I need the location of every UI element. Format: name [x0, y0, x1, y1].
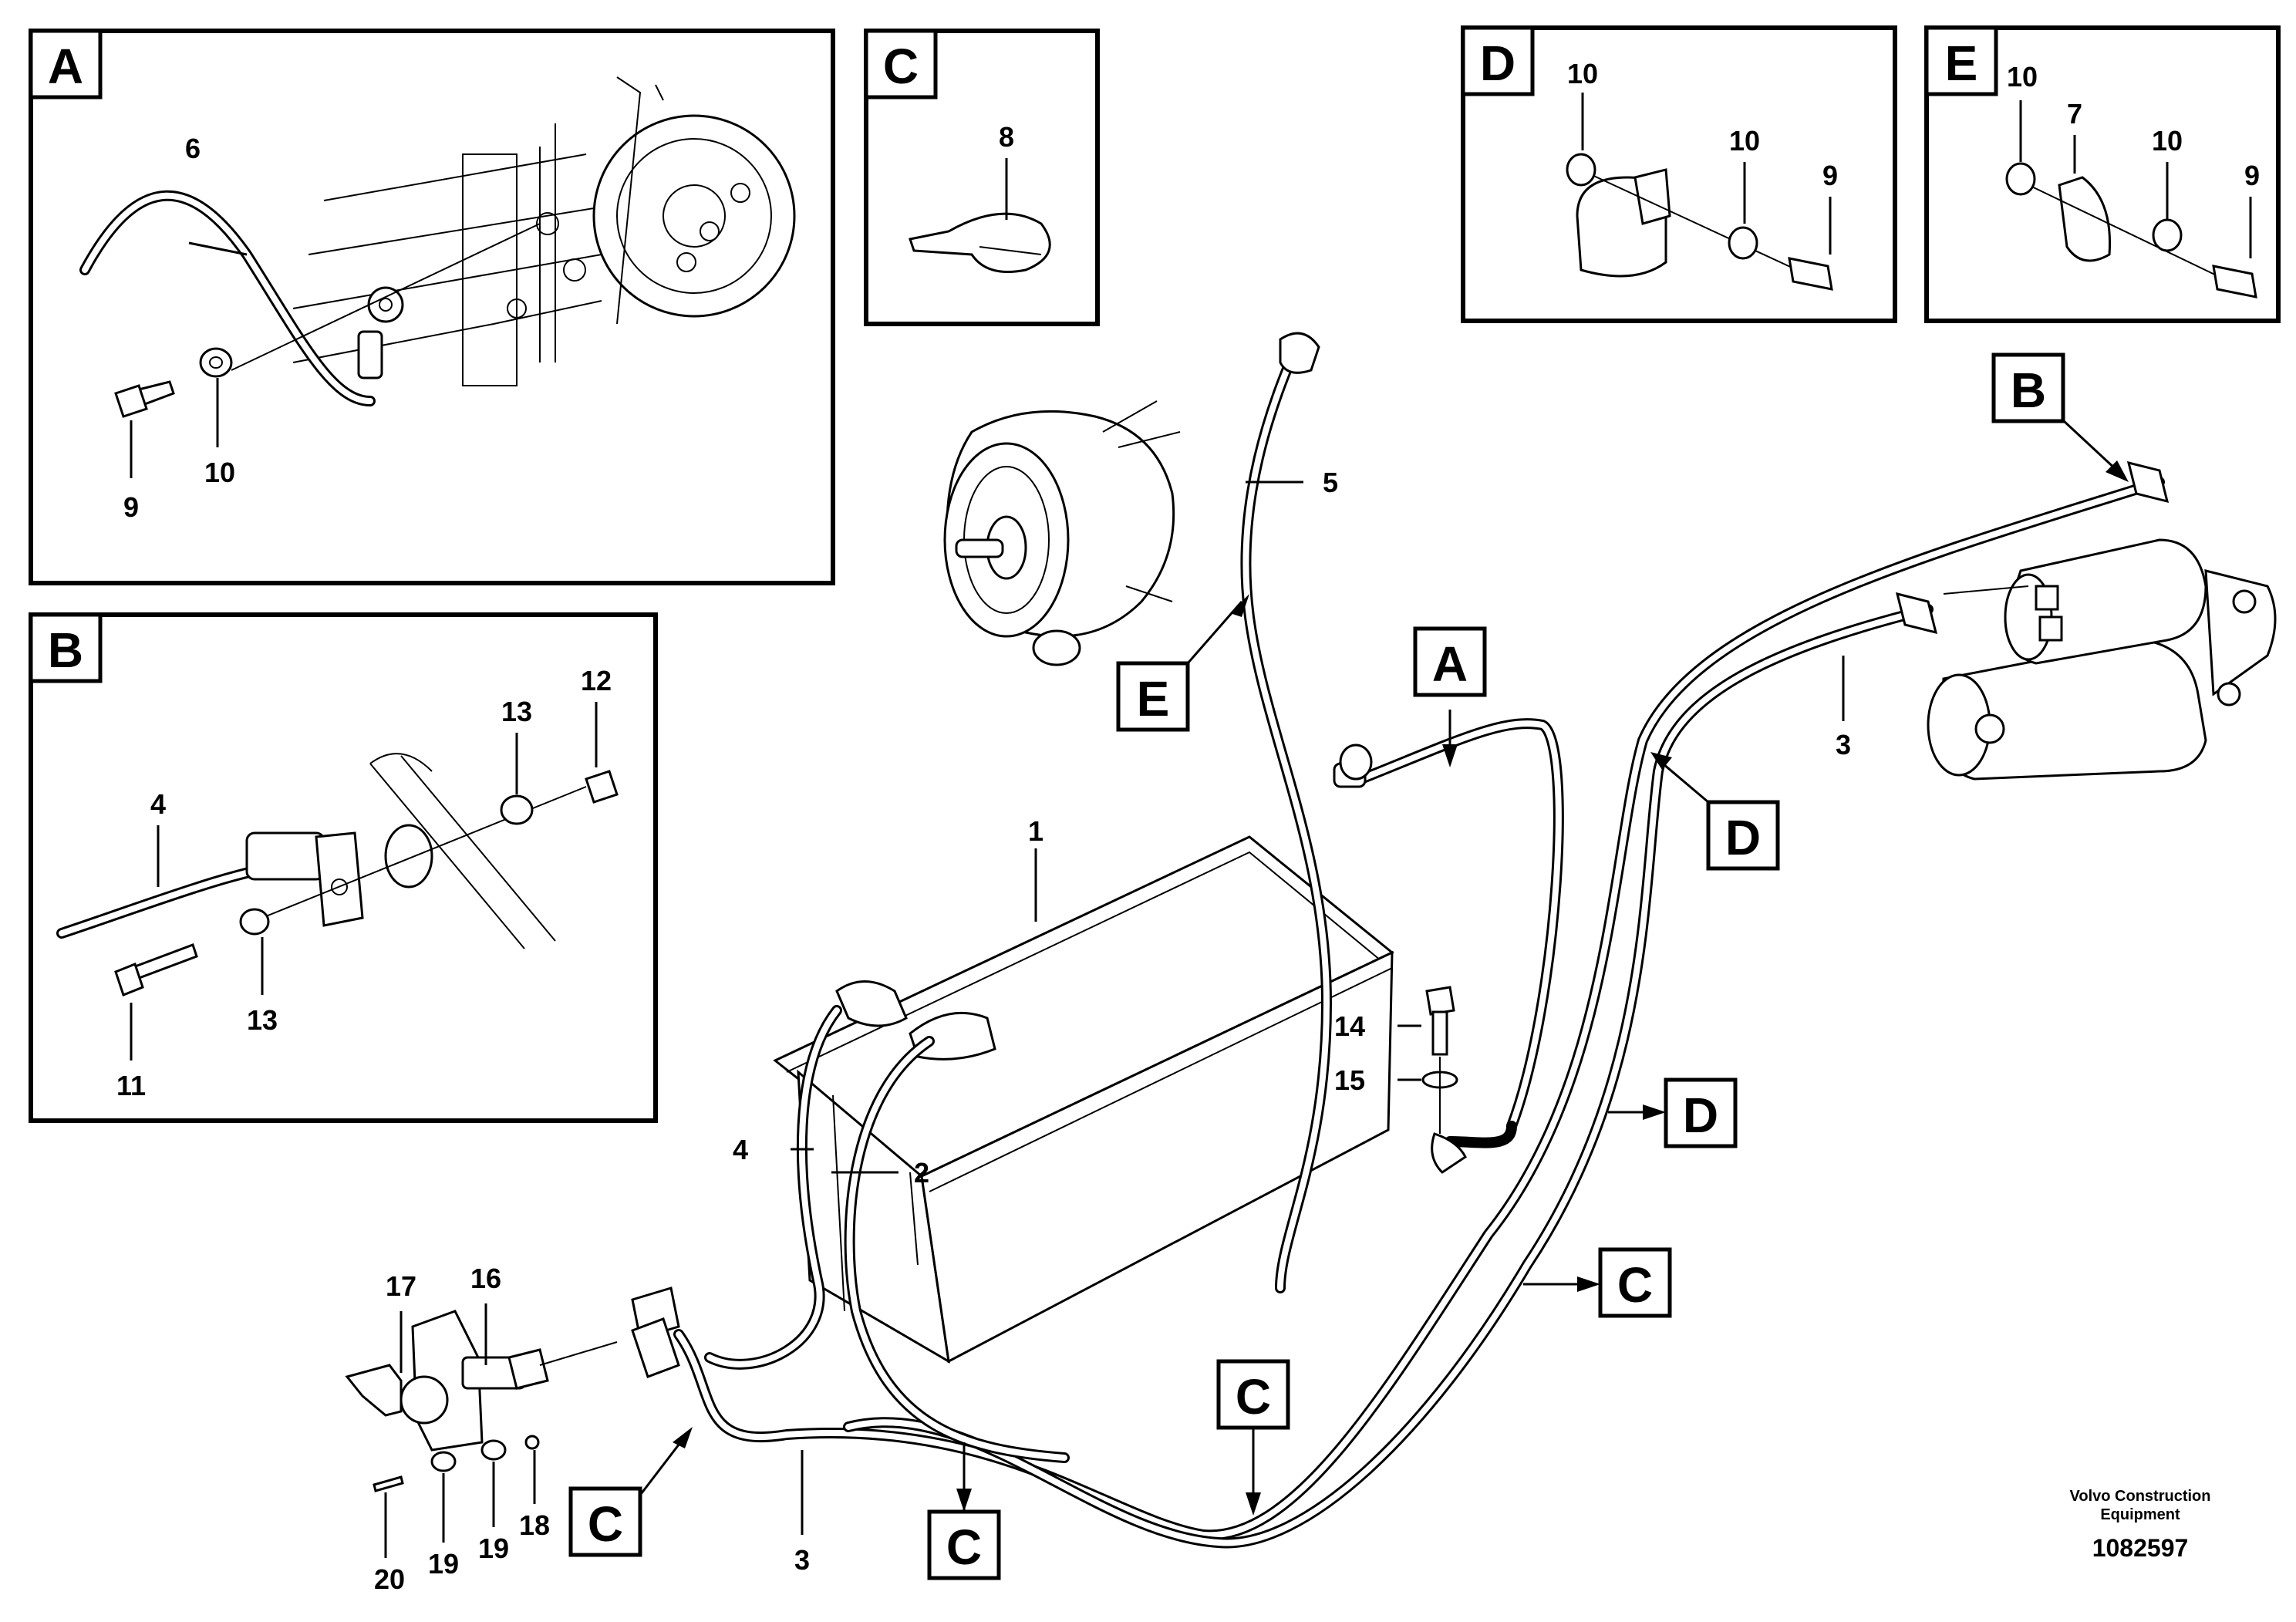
- detail-box-a: A 6 9 1: [29, 29, 835, 585]
- number-4: 4: [733, 1134, 748, 1165]
- detail-d-tag: D: [1480, 35, 1515, 91]
- label-b-13-top: 13: [501, 696, 532, 727]
- label-e-10-right: 10: [2152, 125, 2183, 157]
- detail-box-c: C 8: [864, 29, 1100, 326]
- number-19-right: 19: [478, 1533, 509, 1564]
- main-switch-illustration: [345, 1286, 680, 1492]
- number-14: 14: [1334, 1010, 1365, 1042]
- brand-line-2: Equipment: [2100, 1506, 2180, 1523]
- label-e-7: 7: [2067, 98, 2082, 130]
- label-a-10: 10: [204, 457, 235, 488]
- engine-block-illustration: [292, 76, 796, 386]
- number-20: 20: [374, 1563, 405, 1595]
- battery-illustration: [773, 835, 1394, 1364]
- callout-c-center: C: [1236, 1369, 1271, 1425]
- detail-box-e: E 10 7 10 9: [1924, 25, 2281, 323]
- detail-a-tag: A: [48, 39, 83, 94]
- number-3-right: 3: [1836, 729, 1851, 760]
- callout-c-bottom: C: [946, 1519, 982, 1575]
- number-15: 15: [1334, 1064, 1365, 1096]
- label-d-10-left: 10: [1567, 58, 1598, 89]
- callout-a: A: [1432, 636, 1468, 692]
- callout-tags: E B A D D C C C C: [568, 352, 2065, 1580]
- bolt-and-washer-14-15: [1421, 986, 1458, 1134]
- label-a-6: 6: [185, 133, 201, 164]
- callout-d-lower: D: [1683, 1088, 1718, 1143]
- number-5: 5: [1323, 467, 1338, 498]
- callout-c-right: C: [1617, 1257, 1653, 1313]
- label-d-9: 9: [1822, 160, 1838, 191]
- leader-lines: [384, 481, 1845, 1558]
- label-b-13-bottom: 13: [247, 1004, 278, 1036]
- label-b-12: 12: [581, 665, 612, 696]
- number-18: 18: [519, 1509, 550, 1541]
- label-e-9: 9: [2244, 160, 2260, 191]
- label-a-9: 9: [123, 491, 139, 523]
- detail-e-tag: E: [1945, 35, 1978, 91]
- number-2: 2: [914, 1157, 929, 1189]
- number-19-left: 19: [428, 1548, 459, 1580]
- part-numbers: 1 2 3 3 4 5 14 15 16 17 18 19 19 20: [374, 467, 1851, 1595]
- starter-motor-illustration: [1927, 538, 2277, 781]
- callout-c-left: C: [588, 1496, 623, 1552]
- callout-d-upper: D: [1725, 810, 1761, 865]
- number-17: 17: [386, 1270, 416, 1302]
- alternator-illustration: [943, 400, 1181, 666]
- callout-b: B: [2011, 363, 2046, 418]
- detail-box-b: B 4 11 12 13 13: [29, 612, 658, 1123]
- number-3-bottom: 3: [794, 1544, 810, 1576]
- number-16: 16: [470, 1263, 501, 1294]
- label-d-10-right: 10: [1729, 125, 1760, 157]
- label-b-11: 11: [116, 1070, 146, 1101]
- detail-box-d: D 10 10 9: [1461, 25, 1897, 323]
- cables: [673, 332, 2170, 1549]
- detail-b-tag: B: [48, 622, 83, 678]
- brand-line-1: Volvo Construction: [2070, 1488, 2211, 1505]
- label-c-8: 8: [999, 121, 1014, 153]
- label-e-10-left: 10: [2007, 61, 2038, 93]
- footer: Volvo Construction Equipment 1082597: [2070, 1488, 2211, 1562]
- callout-arrows: [635, 419, 2129, 1516]
- number-1: 1: [1028, 815, 1043, 847]
- drawing-number: 1082597: [2092, 1534, 2189, 1562]
- detail-c-tag: C: [883, 39, 919, 94]
- callout-e: E: [1137, 671, 1170, 727]
- label-b-4: 4: [150, 788, 166, 820]
